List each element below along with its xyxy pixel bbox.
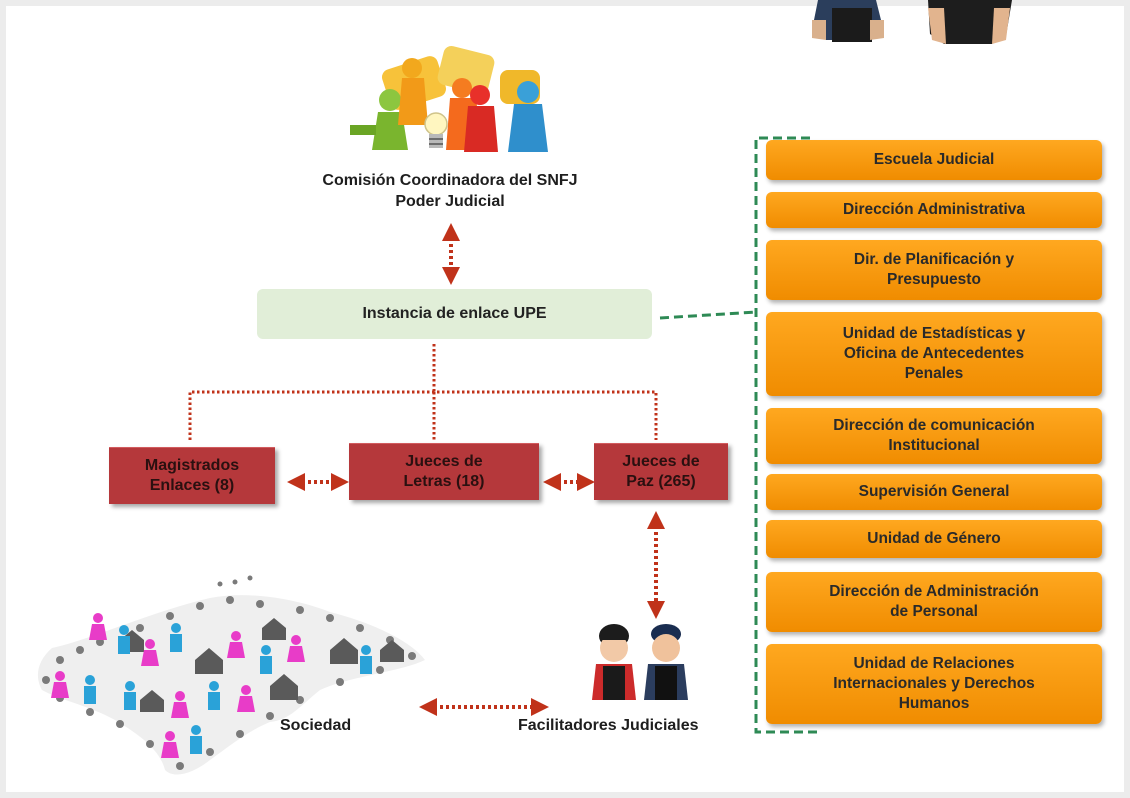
commission-line2: Poder Judicial: [395, 193, 505, 210]
dept-line: Internacionales y Derechos: [833, 675, 1035, 692]
dept-line: Unidad de Relaciones: [853, 655, 1015, 672]
departments-bracket: [659, 136, 822, 734]
dept-comunicacion: Dirección de comunicación Institucional: [766, 408, 1102, 464]
judges-line2: Enlaces (8): [149, 477, 235, 494]
dept-line: Supervisión General: [858, 483, 1010, 500]
dept-line: Institucional: [888, 437, 980, 454]
judges-line2: Letras (18): [403, 473, 485, 490]
dept-line: Dir. de Planificación y: [853, 251, 1015, 268]
dept-line: Unidad de Género: [867, 530, 1001, 547]
judges-box-magistrados: Magistrados Enlaces (8): [109, 447, 275, 504]
judges-line2: Paz (265): [626, 473, 696, 490]
dept-planificacion: Dir. de Planificación y Presupuesto: [766, 240, 1102, 300]
dept-line: Dirección de comunicación: [833, 417, 1035, 434]
facilitators-label: Facilitadores Judiciales: [518, 717, 699, 734]
dept-line: de Personal: [890, 603, 978, 620]
judges-box-letras: Jueces de Letras (18): [349, 443, 539, 500]
upe-label: Instancia de enlace UPE: [362, 305, 547, 322]
dept-estadisticas: Unidad de Estadísticas y Oficina de Ante…: [766, 312, 1102, 396]
dept-line: Dirección Administrativa: [842, 201, 1026, 218]
dept-personal: Dirección de Administración de Personal: [766, 572, 1102, 632]
dept-line: Escuela Judicial: [873, 151, 995, 168]
dept-line: Humanos: [898, 695, 970, 712]
teamwork-puzzle-icon: [350, 46, 548, 152]
judges-line1: Jueces de: [622, 453, 700, 470]
dept-supervision: Supervisión General: [766, 474, 1102, 510]
society-map-icon: [37, 575, 425, 775]
dept-line: Unidad de Estadísticas y: [842, 325, 1026, 342]
dept-escuela-judicial: Escuela Judicial: [766, 140, 1102, 180]
commission-line1: Comisión Coordinadora del SNFJ: [322, 172, 578, 189]
commission-title: Comisión Coordinadora del SNFJ Poder Jud…: [240, 170, 660, 212]
dept-line: Penales: [904, 365, 964, 382]
dept-line: Dirección de Administración: [829, 583, 1039, 600]
upe-box: Instancia de enlace UPE: [257, 289, 652, 339]
facilitators-icon: [592, 624, 688, 700]
dept-line: Presupuesto: [887, 271, 981, 288]
dept-line: Oficina de Antecedentes: [843, 345, 1025, 362]
dept-genero: Unidad de Género: [766, 520, 1102, 558]
dept-relaciones-internacionales: Unidad de Relaciones Internacionales y D…: [766, 644, 1102, 724]
judges-line1: Jueces de: [405, 453, 483, 470]
facilitators-top-illustration: [812, 0, 1012, 44]
judges-line1: Magistrados: [144, 457, 240, 474]
judges-box-paz: Jueces de Paz (265): [594, 443, 728, 500]
dept-direccion-administrativa: Dirección Administrativa: [766, 192, 1102, 228]
society-label: Sociedad: [280, 717, 352, 734]
